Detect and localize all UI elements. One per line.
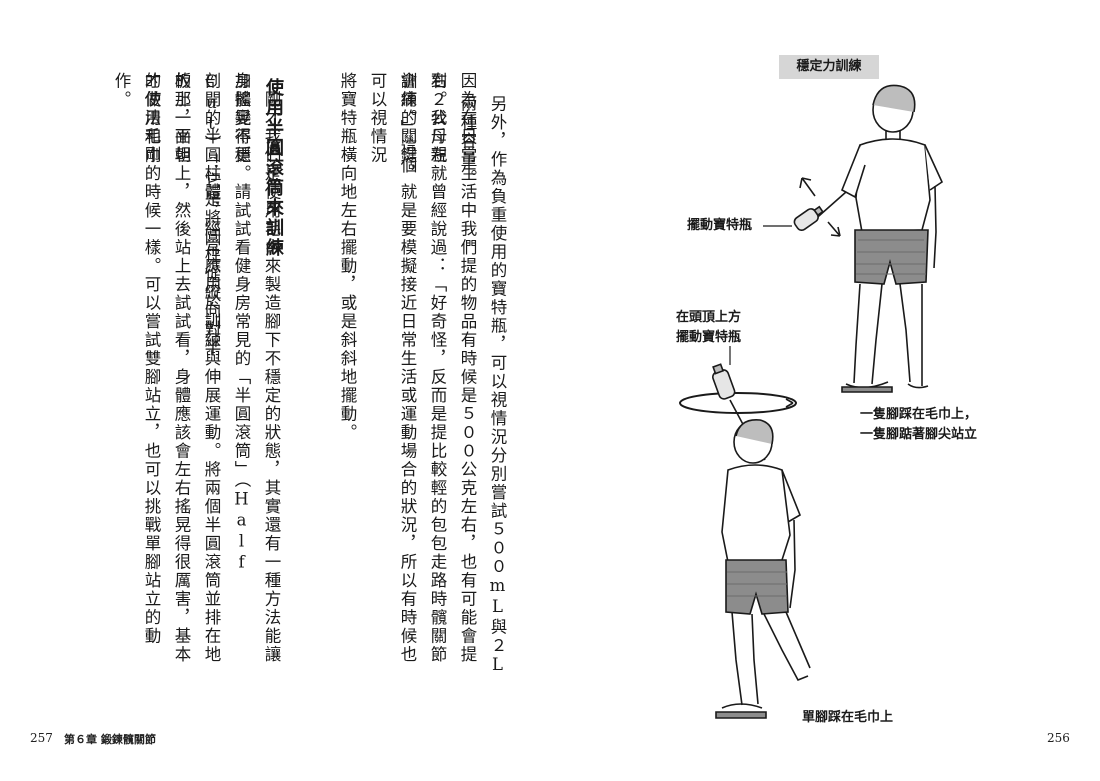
figure-man-overhead-bottle <box>679 363 811 719</box>
page-number-right: 256 <box>1047 731 1070 745</box>
running-head: 第６章 鍛鍊髖關節 <box>64 733 156 746</box>
label-single-foot: 單腳踩在毛巾上 <box>802 710 894 725</box>
body-column-10: 才使用毛巾的時候一樣。可以嘗試雙腳站立，也可以挑戰單腳站立的動作。 <box>112 72 161 646</box>
body-column-3: 右。我母親就曾經說過：「好奇怪，反而是提比較輕的包包走路時髖關節會痛。」這個 <box>398 72 447 664</box>
page-number-left: 257 <box>30 731 53 745</box>
figure-man-swinging-bottle <box>793 84 944 393</box>
section-heading: 使用半圓滾筒來訓練 <box>263 78 284 258</box>
body-column-1: 另外，作為負重使用的寶特瓶，可以視情況分別嘗試５００mL與２L兩種容量。 <box>458 95 507 676</box>
body-column-4: 訓練的關鍵，就是要模擬接近日常生活或運動場合的狀況，所以有時候也可以視情況 <box>368 72 417 664</box>
body-column-8: 剖開的半圓柱體，經常應用於訓練與伸展運動。將兩個半圓滾筒並排在地板上，平坦 <box>172 72 221 664</box>
label-overhead-bottle: 在頭頂上方 擺動寶特瓶 <box>676 310 742 345</box>
body-column-9: 的那一面朝上，然後站上去試試看，身體應該會左右搖晃得很厲害，基本的做法和剛 <box>142 72 191 664</box>
section-badge: 穩定力訓練 <box>779 55 879 79</box>
exercise-illustrations <box>679 84 944 719</box>
body-column-2: 因為在日常生活中我們提的物品有時候是５００公克左右，也有可能會提到２公斤左 <box>428 72 477 664</box>
body-column-6: 剛才我們是使用毛巾來製造腳下不穩定的狀態，其實還有一種方法能讓身體變得更 <box>232 72 281 664</box>
body-column-7: 加搖晃不穩。請試試看健身房常見的「半圓滾筒」（Half Cut）！它是將圓柱從縱… <box>202 72 251 595</box>
label-towel-tiptoe: 一隻腳踩在毛巾上， 一隻腳踮著腳尖站立 <box>860 407 978 442</box>
label-swing-bottle: 擺動寶特瓶 <box>687 218 753 233</box>
left-page: 另外，作為負重使用的寶特瓶，可以視情況分別嘗試５００mL與２L兩種容量。 因為在… <box>30 72 507 746</box>
body-column-5: 將寶特瓶橫向地左右擺動，或是斜斜地擺動。 <box>338 72 357 442</box>
right-page: 穩定力訓練 擺動寶特瓶 在頭頂上方 擺動寶特瓶 一隻腳踩在毛巾上， 一隻腳踮著腳… <box>550 0 1100 781</box>
